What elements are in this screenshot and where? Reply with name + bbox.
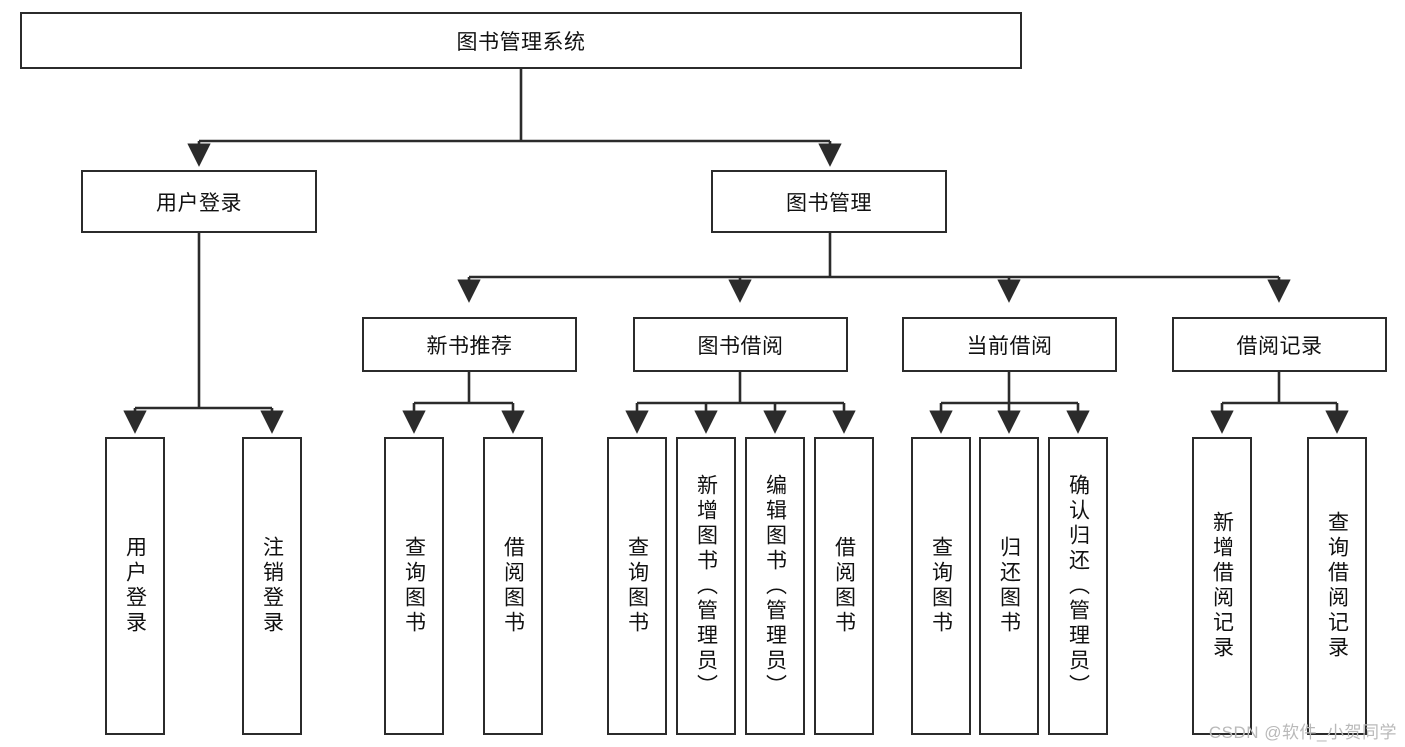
leaf-label: 确认归还（管理员） bbox=[1066, 473, 1090, 699]
leaf-label: 查询借阅记录 bbox=[1325, 511, 1349, 661]
node-leaf-add-record[interactable]: 新增借阅记录 bbox=[1192, 437, 1252, 735]
leaf-label: 新增借阅记录 bbox=[1210, 511, 1234, 661]
node-leaf-return-book[interactable]: 归还图书 bbox=[979, 437, 1039, 735]
leaf-label: 查询图书 bbox=[625, 536, 649, 636]
node-root-system[interactable]: 图书管理系统 bbox=[20, 12, 1022, 69]
leaf-label: 用户登录 bbox=[123, 536, 147, 636]
leaf-label: 查询图书 bbox=[402, 536, 426, 636]
node-leaf-query-book-3[interactable]: 查询图书 bbox=[911, 437, 971, 735]
node-new-book-recommend[interactable]: 新书推荐 bbox=[362, 317, 577, 372]
node-leaf-query-record[interactable]: 查询借阅记录 bbox=[1307, 437, 1367, 735]
node-current-borrow[interactable]: 当前借阅 bbox=[902, 317, 1117, 372]
node-book-borrow[interactable]: 图书借阅 bbox=[633, 317, 848, 372]
leaf-label: 借阅图书 bbox=[832, 536, 856, 636]
leaf-label: 查询图书 bbox=[929, 536, 953, 636]
node-leaf-borrow-book-2[interactable]: 借阅图书 bbox=[814, 437, 874, 735]
csdn-watermark: CSDN @软件_小贺同学 bbox=[1208, 723, 1397, 742]
node-user-login[interactable]: 用户登录 bbox=[81, 170, 317, 233]
node-leaf-query-book-1[interactable]: 查询图书 bbox=[384, 437, 444, 735]
leaf-label: 编辑图书（管理员） bbox=[763, 473, 787, 699]
node-leaf-add-book[interactable]: 新增图书（管理员） bbox=[676, 437, 736, 735]
node-leaf-confirm-return[interactable]: 确认归还（管理员） bbox=[1048, 437, 1108, 735]
node-leaf-logout[interactable]: 注销登录 bbox=[242, 437, 302, 735]
node-borrow-record[interactable]: 借阅记录 bbox=[1172, 317, 1387, 372]
leaf-label: 归还图书 bbox=[997, 536, 1021, 636]
leaf-label: 注销登录 bbox=[260, 536, 284, 636]
leaf-label: 新增图书（管理员） bbox=[694, 473, 718, 699]
node-leaf-edit-book[interactable]: 编辑图书（管理员） bbox=[745, 437, 805, 735]
leaf-label: 借阅图书 bbox=[501, 536, 525, 636]
node-book-management[interactable]: 图书管理 bbox=[711, 170, 947, 233]
node-leaf-user-login[interactable]: 用户登录 bbox=[105, 437, 165, 735]
node-leaf-borrow-book-1[interactable]: 借阅图书 bbox=[483, 437, 543, 735]
node-leaf-query-book-2[interactable]: 查询图书 bbox=[607, 437, 667, 735]
